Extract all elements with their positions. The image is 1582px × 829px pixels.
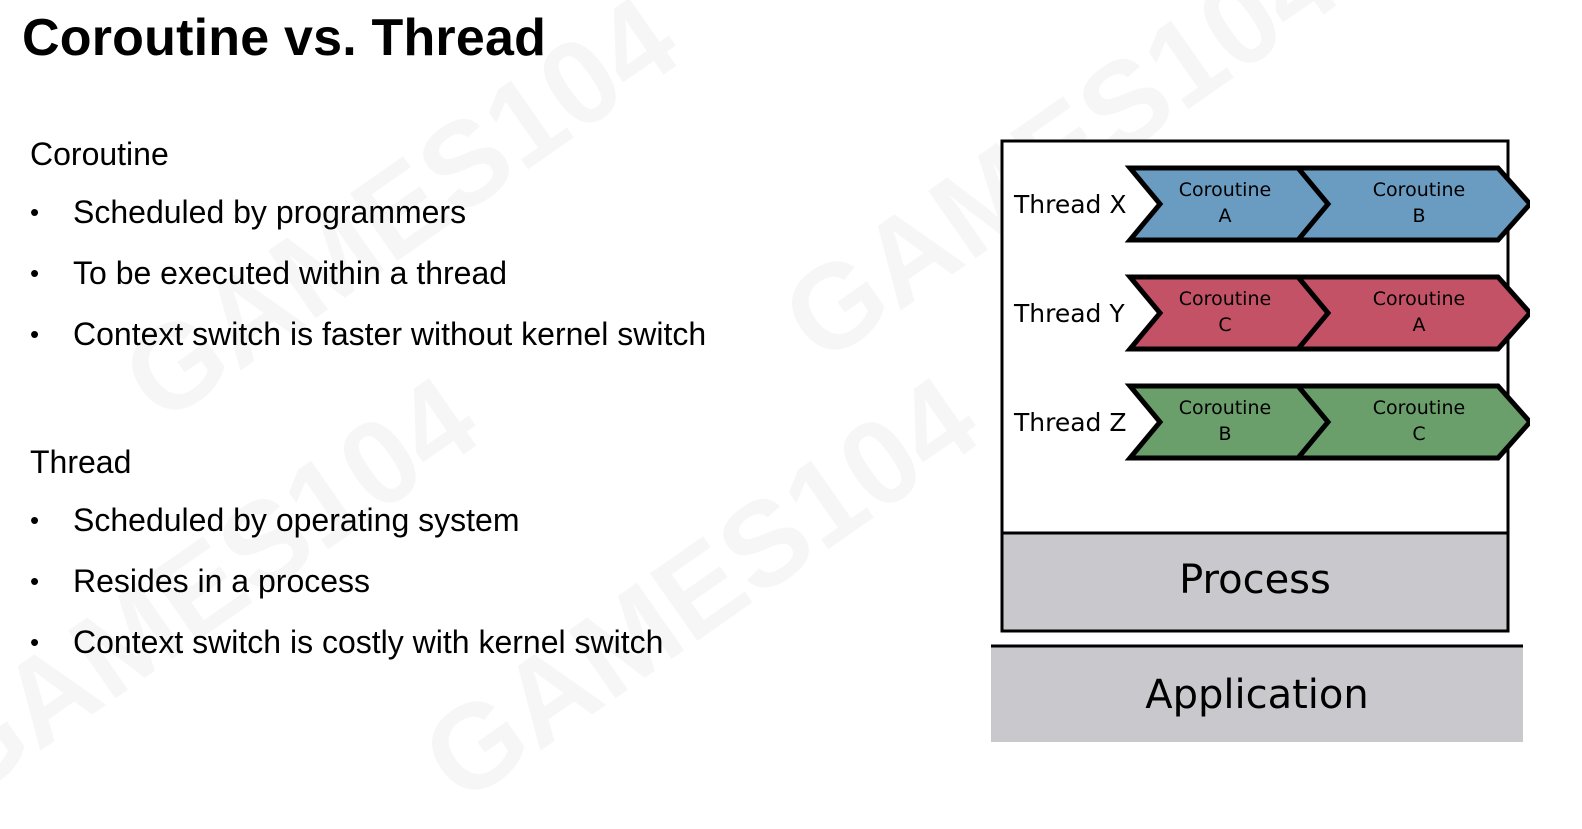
thread-row-z: Thread Z Coroutine B Coroutine C bbox=[1013, 383, 1530, 461]
bullet-item: • Scheduled by programmers bbox=[30, 182, 706, 243]
bullet-dot: • bbox=[30, 258, 40, 288]
thread-label: Thread X bbox=[1013, 190, 1127, 219]
bullet-text: Scheduled by operating system bbox=[73, 502, 520, 538]
coroutine-id: C bbox=[1218, 314, 1231, 336]
thread-section: Thread • Scheduled by operating system • R… bbox=[30, 440, 663, 673]
section-heading-thread: Thread bbox=[30, 444, 132, 480]
process-layer bbox=[1000, 531, 1510, 633]
slide-title: Coroutine vs. Thread bbox=[22, 9, 547, 67]
thread-label: Thread Z bbox=[1013, 408, 1127, 437]
bullet-text: To be executed within a thread bbox=[73, 255, 508, 291]
bullet-item: • To be executed within a thread bbox=[30, 243, 706, 304]
bullet-text: Context switch is faster without kernel … bbox=[73, 316, 707, 352]
thread-row-y: Thread Y Coroutine C Coroutine A bbox=[1013, 274, 1530, 352]
coroutine-chevron bbox=[1292, 274, 1530, 352]
bullet-item: • Context switch is costly with kernel sw… bbox=[30, 612, 663, 673]
coroutine-bullet-list: • Scheduled by programmers • To be execute… bbox=[30, 182, 706, 365]
bullet-text: Scheduled by programmers bbox=[73, 194, 467, 230]
coroutine-id: C bbox=[1412, 423, 1425, 445]
process-label: Process bbox=[1179, 557, 1331, 603]
coroutine-chevron bbox=[1292, 383, 1530, 461]
thread-coroutine-diagram: Process Application Thread X Coroutine A… bbox=[991, 139, 1530, 742]
coroutine-label: Coroutine bbox=[1373, 288, 1465, 310]
thread-row-x: Thread X Coroutine A Coroutine B bbox=[1013, 165, 1530, 243]
coroutine-label: Coroutine bbox=[1179, 179, 1271, 201]
bullet-dot: • bbox=[30, 319, 40, 349]
bullet-item: • Scheduled by operating system bbox=[30, 490, 663, 551]
coroutine-section: Coroutine • Scheduled by programmers • To … bbox=[30, 132, 706, 365]
application-layer bbox=[991, 646, 1523, 742]
coroutine-id: B bbox=[1218, 423, 1231, 445]
bullet-dot: • bbox=[30, 505, 40, 535]
coroutine-id: A bbox=[1413, 314, 1426, 336]
thread-bullet-list: • Scheduled by operating system • Resides … bbox=[30, 490, 663, 673]
coroutine-label: Coroutine bbox=[1179, 397, 1271, 419]
bullet-dot: • bbox=[30, 566, 40, 596]
application-label: Application bbox=[1145, 672, 1369, 718]
coroutine-label: Coroutine bbox=[1179, 288, 1271, 310]
coroutine-id: A bbox=[1219, 205, 1232, 227]
thread-label: Thread Y bbox=[1013, 299, 1125, 328]
bullet-dot: • bbox=[30, 197, 40, 227]
section-heading-coroutine: Coroutine bbox=[30, 136, 169, 172]
coroutine-chevron bbox=[1292, 165, 1530, 243]
bullet-text: Context switch is costly with kernel swi… bbox=[73, 624, 664, 660]
coroutine-label: Coroutine bbox=[1373, 397, 1465, 419]
coroutine-label: Coroutine bbox=[1373, 179, 1465, 201]
bullet-item: • Context switch is faster without kernel… bbox=[30, 304, 706, 365]
bullet-dot: • bbox=[30, 627, 40, 657]
coroutine-id: B bbox=[1412, 205, 1425, 227]
bullet-text: Resides in a process bbox=[73, 563, 371, 599]
bullet-item: • Resides in a process bbox=[30, 551, 663, 612]
